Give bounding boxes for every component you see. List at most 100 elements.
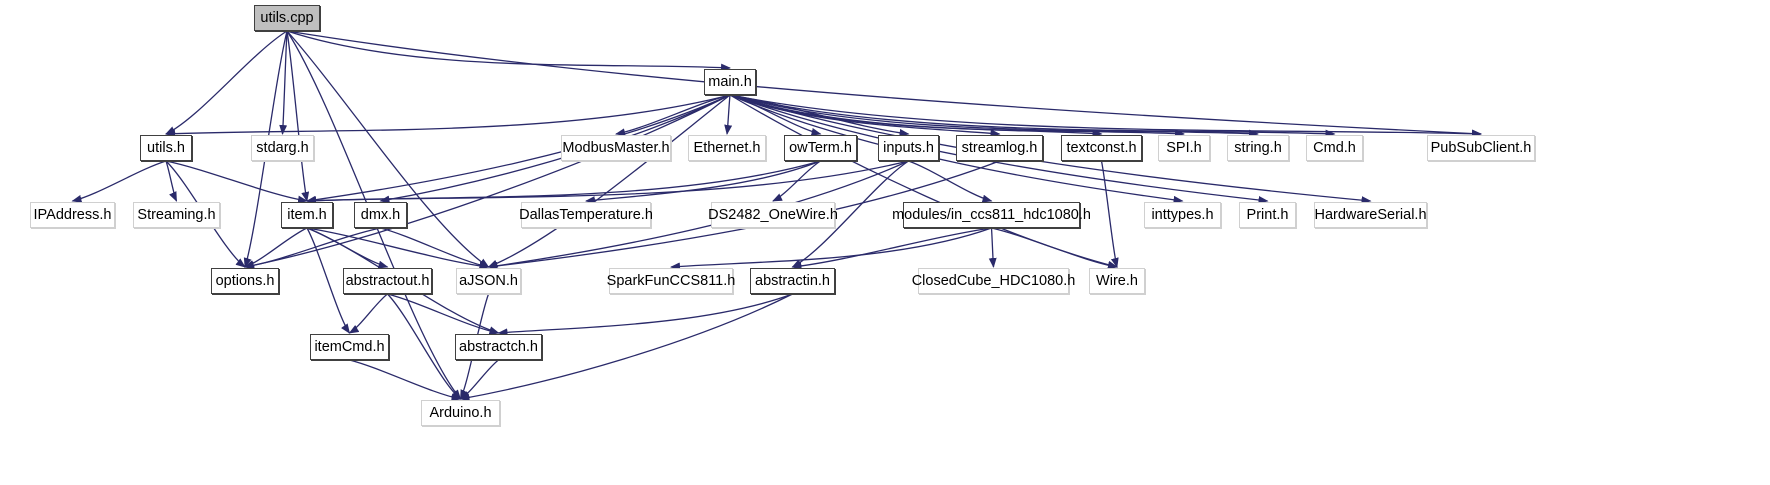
node-label: DS2482_OneWire.h xyxy=(708,207,838,223)
node-label: Cmd.h xyxy=(1313,140,1356,156)
node-textconst-h[interactable]: textconst.h xyxy=(1061,135,1142,161)
node-label: Arduino.h xyxy=(429,405,492,421)
edge-owterm-h-to-dallastemp-h xyxy=(585,160,821,205)
node-label: ClosedCube_HDC1080.h xyxy=(911,273,1076,289)
node-label: utils.cpp xyxy=(260,10,314,26)
node-inputs-h[interactable]: inputs.h xyxy=(878,135,939,161)
node-arduino-h[interactable]: Arduino.h xyxy=(421,400,500,426)
edge-main-h-to-inputs-h xyxy=(729,94,910,137)
node-label: modules/in_ccs811_hdc1080.h xyxy=(892,207,1091,223)
edge-utils-cpp-to-ajson-h xyxy=(286,30,490,268)
node-stdarg-h[interactable]: stdarg.h xyxy=(251,135,314,161)
edge-main-h-to-ethernet-h xyxy=(724,94,733,135)
edge-main-h-to-cmd-h xyxy=(729,94,1336,138)
node-dmx-h[interactable]: dmx.h xyxy=(354,202,407,228)
node-pubsubclient-h[interactable]: PubSubClient.h xyxy=(1427,135,1535,161)
edge-main-h-to-options-h xyxy=(244,94,731,270)
node-ajson-h[interactable]: aJSON.h xyxy=(456,268,521,294)
node-label: Streaming.h xyxy=(137,207,216,223)
node-ethernet-h[interactable]: Ethernet.h xyxy=(688,135,766,161)
node-item-h[interactable]: item.h xyxy=(281,202,333,228)
node-label: streamlog.h xyxy=(961,140,1038,156)
node-label: string.h xyxy=(1234,140,1282,156)
node-itemcmd-h[interactable]: itemCmd.h xyxy=(310,334,389,360)
node-spi-h[interactable]: SPI.h xyxy=(1158,135,1210,161)
edge-main-h-to-textconst-h xyxy=(729,94,1103,138)
node-options-h[interactable]: options.h xyxy=(211,268,279,294)
node-streaming-h[interactable]: Streaming.h xyxy=(133,202,220,228)
node-inttypes-h[interactable]: inttypes.h xyxy=(1144,202,1221,228)
node-label: SPI.h xyxy=(1166,140,1202,156)
edge-main-h-to-streamlog-h xyxy=(729,94,1001,138)
node-wire-h[interactable]: Wire.h xyxy=(1089,268,1145,294)
edge-inputs-h-to-item-h xyxy=(306,160,909,205)
edge-utils-h-to-ipaddress-h xyxy=(71,160,167,203)
node-inccs811-h[interactable]: modules/in_ccs811_hdc1080.h xyxy=(892,202,1091,228)
node-print-h[interactable]: Print.h xyxy=(1239,202,1296,228)
edge-main-h-to-utils-h xyxy=(165,94,731,138)
node-owterm-h[interactable]: owTerm.h xyxy=(784,135,857,161)
edge-item-h-to-ajson-h xyxy=(306,227,490,270)
edge-utils-cpp-to-stdarg-h xyxy=(279,30,288,135)
node-label: textconst.h xyxy=(1066,140,1137,156)
node-label: owTerm.h xyxy=(789,140,852,156)
node-streamlog-h[interactable]: streamlog.h xyxy=(956,135,1043,161)
edge-abstractch-h-to-arduino-h xyxy=(459,359,499,400)
edge-item-h-to-options-h xyxy=(244,227,308,268)
node-abstractch-h[interactable]: abstractch.h xyxy=(455,334,542,360)
edge-abstractout-h-to-arduino-h xyxy=(387,293,462,400)
node-string-h[interactable]: string.h xyxy=(1227,135,1289,161)
node-label: item.h xyxy=(287,207,327,223)
edge-main-h-to-spi-h xyxy=(729,94,1185,138)
node-cmd-h[interactable]: Cmd.h xyxy=(1306,135,1363,161)
edge-dmx-h-to-options-h xyxy=(244,227,381,270)
edge-owterm-h-to-item-h xyxy=(306,160,821,205)
node-label: SparkFunCCS811.h xyxy=(606,273,736,289)
edge-utils-h-to-item-h xyxy=(165,160,308,204)
node-dallastemp-h[interactable]: DallasTemperature.h xyxy=(519,202,653,228)
edge-main-h-to-modbusmaster-h xyxy=(615,94,731,137)
node-label: itemCmd.h xyxy=(314,339,385,355)
node-label: DallasTemperature.h xyxy=(519,207,653,223)
edge-itemcmd-h-to-arduino-h xyxy=(349,359,462,402)
node-ipaddress-h[interactable]: IPAddress.h xyxy=(30,202,115,228)
node-abstractin-h[interactable]: abstractin.h xyxy=(750,268,835,294)
edge-inccs811-h-to-sparkfunccs811-h xyxy=(670,227,992,271)
node-label: Ethernet.h xyxy=(693,140,761,156)
node-label: utils.h xyxy=(147,140,185,156)
edge-utils-h-to-streaming-h xyxy=(165,160,178,202)
node-label: aJSON.h xyxy=(459,273,518,289)
node-label: Print.h xyxy=(1246,207,1289,223)
edge-owterm-h-to-ds2482-h xyxy=(772,160,821,202)
edge-inccs811-h-to-closedcube-h xyxy=(988,227,997,268)
node-main-h[interactable]: main.h xyxy=(704,69,756,95)
node-abstractout-h[interactable]: abstractout.h xyxy=(343,268,432,294)
node-label: main.h xyxy=(708,74,752,90)
node-label: Wire.h xyxy=(1096,273,1138,289)
node-sparkfunccs811-h[interactable]: SparkFunCCS811.h xyxy=(606,268,736,294)
node-ds2482-h[interactable]: DS2482_OneWire.h xyxy=(708,202,838,228)
edge-main-h-to-pubsubclient-h xyxy=(729,94,1482,138)
edge-main-h-to-owterm-h xyxy=(729,94,822,136)
node-hardwareserial-h[interactable]: HardwareSerial.h xyxy=(1314,202,1427,228)
edge-utils-cpp-to-main-h xyxy=(286,30,731,72)
node-modbusmaster-h[interactable]: ModbusMaster.h xyxy=(561,135,671,161)
edge-abstractout-h-to-itemcmd-h xyxy=(348,293,388,334)
node-label: ModbusMaster.h xyxy=(562,140,670,156)
edge-inccs811-h-to-abstractin-h xyxy=(791,227,992,270)
edge-utils-cpp-to-utils-h xyxy=(165,30,288,135)
edge-inputs-h-to-inccs811-h xyxy=(908,160,993,203)
node-utils-cpp[interactable]: utils.cpp xyxy=(254,5,320,31)
node-closedcube-h[interactable]: ClosedCube_HDC1080.h xyxy=(912,268,1075,294)
node-label: inttypes.h xyxy=(1151,207,1214,223)
node-label: stdarg.h xyxy=(256,140,309,156)
edge-item-h-to-abstractout-h xyxy=(306,227,389,269)
edge-main-h-to-dmx-h xyxy=(379,94,731,204)
node-utils-h[interactable]: utils.h xyxy=(140,135,192,161)
edge-abstractout-h-to-abstractch-h xyxy=(387,293,500,336)
node-label: PubSubClient.h xyxy=(1430,140,1532,156)
node-label: options.h xyxy=(215,273,275,289)
node-label: abstractout.h xyxy=(345,273,430,289)
